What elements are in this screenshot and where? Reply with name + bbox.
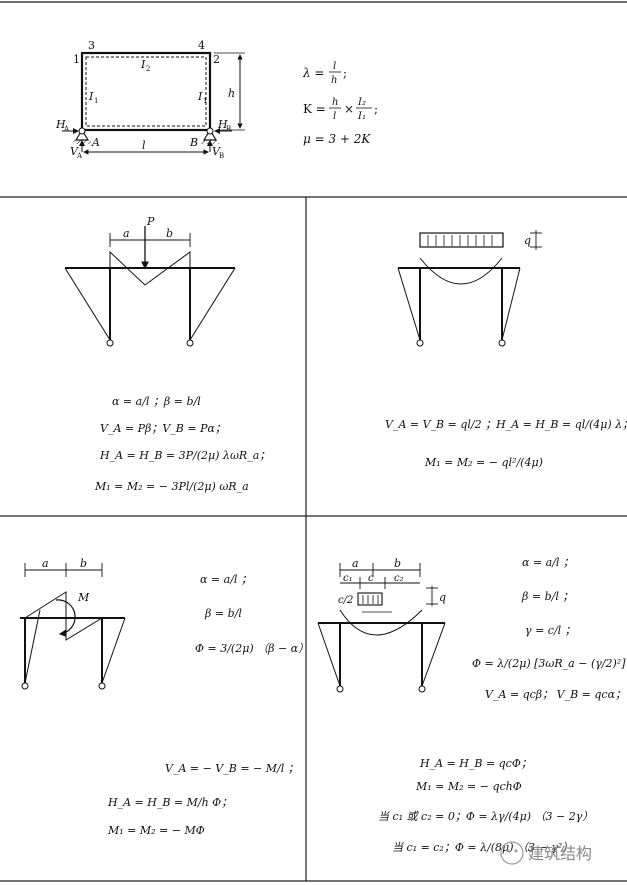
p4-formula-5: V_A = qcβ； V_B = qcα； — [485, 688, 626, 701]
panel3-diagram — [20, 563, 126, 690]
label-VA-sub: A — [76, 152, 83, 160]
panel1-diagram — [64, 226, 236, 347]
node-4: 4 — [198, 39, 205, 52]
panel2-diagram — [397, 230, 542, 347]
p4-formula-6: H_A = H_B = qcΦ； — [419, 757, 532, 770]
p3-label-a: a — [42, 557, 49, 570]
p2-label-q: q — [524, 234, 531, 247]
top-frame-diagram: 1 3 4 2 I 2 I 1 I 1 h H A H B A B V A V … — [55, 39, 245, 160]
p4-formula-4: Φ = λ/(2μ) [3ωR_a − (γ/2)²] — [472, 657, 626, 670]
label-I2-sub: 2 — [146, 65, 150, 73]
K-num1: h — [332, 97, 338, 108]
p4-label-c2: c₂ — [394, 573, 404, 584]
lambda-end: ; — [343, 66, 347, 80]
p4-label-c1: c₁ — [343, 573, 353, 584]
p1-label-a: a — [123, 227, 130, 240]
label-VA: V — [70, 145, 79, 158]
p4-formula-9: 当 c₁ = c₂；Φ = λ/(8μ) （3 − γ²） — [392, 841, 573, 854]
p3-formula-3: Φ = 3/(2μ) （β − α） — [195, 642, 309, 655]
p4-formula-2: β = b/l ； — [521, 590, 573, 603]
K-den1: l — [333, 111, 336, 122]
label-VB-sub: B — [219, 152, 224, 160]
p4-label-q: q — [439, 591, 446, 604]
p3-label-b: b — [80, 557, 87, 570]
label-B: B — [189, 136, 198, 149]
label-HB: H — [217, 118, 228, 131]
label-I1-right: I — [197, 90, 203, 103]
label-I1-left-sub: 1 — [94, 97, 98, 105]
p3-label-M: M — [77, 591, 90, 604]
top-formulas: λ = l h ; K = h l × I₂ I₁ ; μ = 3 + 2K — [302, 61, 378, 146]
watermark: 建筑结构 — [500, 841, 592, 865]
p3-formula-6: M₁ = M₂ = − MΦ — [107, 824, 205, 837]
label-HA-sub: A — [63, 125, 70, 133]
p3-formula-5: H_A = H_B = M/h Φ； — [107, 796, 232, 809]
label-I1-right-sub: 1 — [203, 97, 207, 105]
p1-formula-1: α = a/l ；β = b/l — [112, 395, 201, 408]
panel4-diagram — [317, 563, 446, 693]
K-lhs: K = — [303, 102, 326, 116]
p2-formula-2: M₁ = M₂ = − ql²/(4μ) — [424, 456, 543, 469]
label-l: l — [142, 139, 146, 152]
label-VB: V — [212, 145, 221, 158]
node-1: 1 — [73, 53, 80, 66]
p3-formula-2: β = b/l — [204, 607, 242, 620]
p4-formula-1: α = a/l ； — [522, 556, 574, 569]
lambda-num: l — [333, 61, 336, 72]
p4-formula-7: M₁ = M₂ = − qchΦ — [415, 780, 522, 793]
p1-formula-2: V_A = Pβ；V_B = Pα； — [100, 422, 226, 435]
label-HA: H — [55, 118, 66, 131]
K-end: ; — [374, 102, 378, 116]
label-HB-sub: B — [226, 125, 231, 133]
node-3: 3 — [88, 39, 95, 52]
p4-label-a: a — [352, 557, 359, 570]
p3-formula-1: α = a/l ； — [200, 573, 252, 586]
label-I2: I — [140, 58, 146, 71]
K-times: × — [344, 102, 354, 116]
p3-formula-4: V_A = − V_B = − M/l ； — [165, 762, 299, 775]
lambda-den: h — [331, 75, 337, 86]
p4-label-b: b — [394, 557, 401, 570]
node-2: 2 — [213, 53, 220, 66]
p1-formula-4: M₁ = M₂ = − 3Pl/(2μ) ωR_a — [94, 480, 249, 493]
label-I1-left: I — [88, 90, 94, 103]
p4-label-c: c — [368, 573, 374, 584]
p4-label-c-half: c/2 — [338, 595, 353, 606]
p2-formula-1: V_A = V_B = ql/2 ；H_A = H_B = ql/(4μ) λ； — [385, 418, 627, 431]
K-num2: I₂ — [357, 97, 366, 108]
K-den2: I₁ — [357, 111, 366, 122]
p1-formula-3: H_A = H_B = 3P/(2μ) λωR_a； — [99, 449, 270, 462]
panel3-formulas: α = a/l ； β = b/l Φ = 3/(2μ) （β − α） V_A… — [107, 573, 309, 837]
label-h: h — [228, 87, 235, 100]
p1-label-P: P — [146, 215, 155, 228]
panel2-formulas: V_A = V_B = ql/2 ；H_A = H_B = ql/(4μ) λ；… — [385, 418, 627, 469]
p4-formula-3: γ = c/l ； — [525, 624, 576, 637]
panel1-formulas: α = a/l ；β = b/l V_A = Pβ；V_B = Pα； H_A … — [94, 395, 270, 493]
lambda-lhs: λ = — [302, 66, 324, 80]
watermark-text: 建筑结构 — [528, 844, 592, 863]
p4-formula-8: 当 c₁ 或 c₂ = 0；Φ = λγ/(4μ) （3 − 2γ） — [378, 810, 593, 823]
p1-label-b: b — [166, 227, 173, 240]
mu-formula: μ = 3 + 2K — [303, 132, 371, 146]
panel4-formulas: α = a/l ； β = b/l ； γ = c/l ； Φ = λ/(2μ)… — [378, 556, 626, 854]
wechat-icon — [500, 841, 524, 865]
label-A: A — [91, 136, 100, 149]
